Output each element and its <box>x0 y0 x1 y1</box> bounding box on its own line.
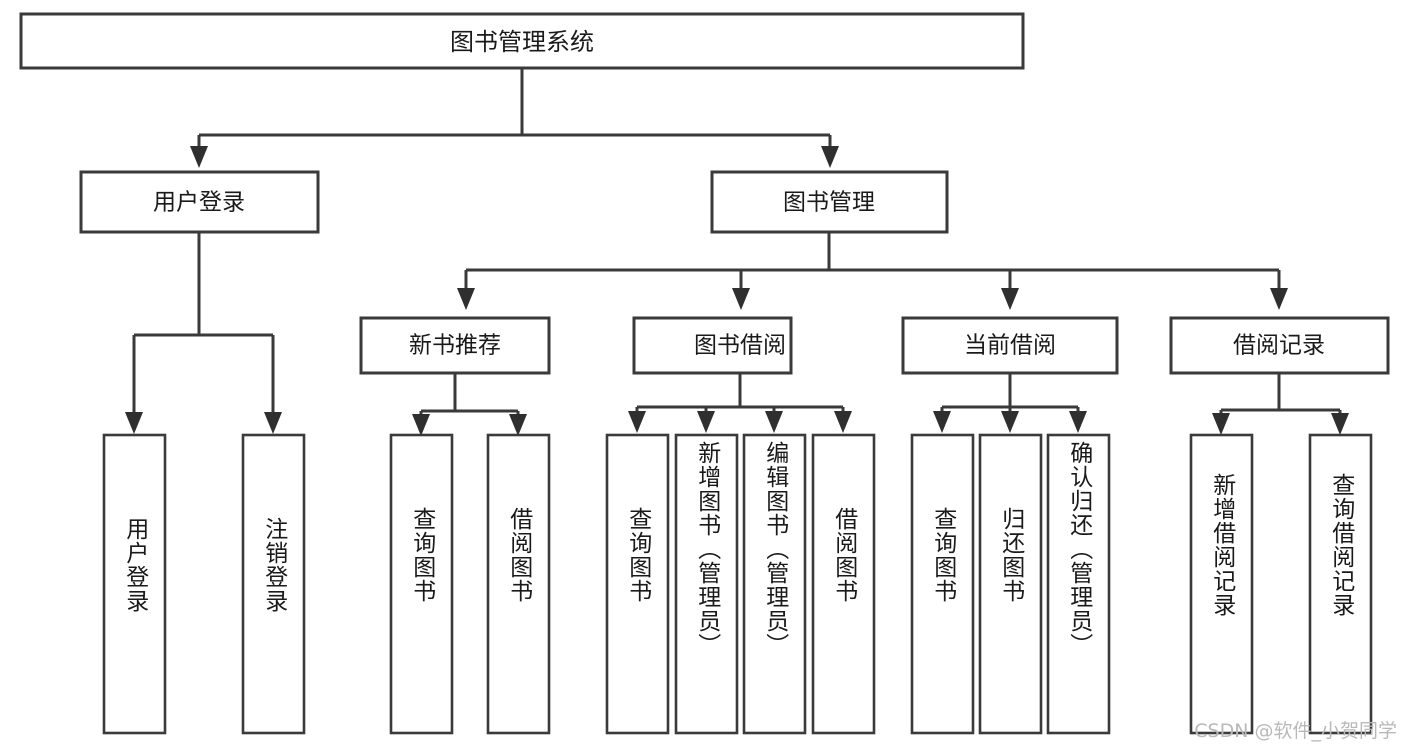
leaf-box-return-book[interactable] <box>978 433 1043 735</box>
node-book-management[interactable]: 图书管理 <box>710 170 949 234</box>
arrow-icon <box>933 411 951 433</box>
leaf-box-query-record[interactable] <box>1308 433 1373 735</box>
arrow-icon <box>264 412 282 434</box>
leaf-box-confirm-return[interactable] <box>1046 433 1111 735</box>
arrow-icon <box>1212 413 1230 435</box>
node-label-root: 图书管理系统 <box>450 28 594 56</box>
leaf-box-borrow-book-1[interactable] <box>486 433 551 735</box>
arrow-icon <box>732 288 750 310</box>
node-label-current-borrow: 当前借阅 <box>964 333 1056 359</box>
arrow-icon <box>765 411 783 433</box>
leaf-box-logout-login[interactable] <box>241 433 306 735</box>
node-label-new-book-recommend: 新书推荐 <box>409 333 501 359</box>
node-label-user-login: 用户登录 <box>153 190 245 216</box>
arrow-icon <box>697 411 715 433</box>
leaf-box-user-login[interactable] <box>102 433 167 735</box>
connector-borrow-record-to-leaves <box>1212 373 1349 435</box>
node-user-login[interactable]: 用户登录 <box>79 170 320 234</box>
node-new-book-recommend[interactable]: 新书推荐 <box>359 316 551 375</box>
arrow-icon <box>509 414 527 436</box>
arrow-icon <box>1001 288 1019 310</box>
leaf-box-add-book[interactable] <box>674 433 739 735</box>
arrow-icon <box>457 288 475 310</box>
connector-user-login-to-leaves <box>125 232 282 434</box>
arrow-icon <box>412 414 430 436</box>
connector-book-management-to-level2 <box>457 232 1288 310</box>
leaf-box-query-book-3[interactable] <box>910 433 975 735</box>
node-label-book-management: 图书管理 <box>783 190 875 216</box>
node-label-book-borrow: 图书借阅 <box>694 333 786 359</box>
connector-current-borrow-to-leaves <box>933 373 1087 433</box>
leaf-box-borrow-book-2[interactable] <box>811 433 876 735</box>
arrow-icon <box>834 411 852 433</box>
node-book-borrow[interactable]: 图书借阅 <box>632 316 793 375</box>
node-current-borrow[interactable]: 当前借阅 <box>901 316 1119 375</box>
leaf-box-query-book-2[interactable] <box>605 433 670 735</box>
leaf-box-edit-book[interactable] <box>742 433 807 735</box>
connector-new-book-recommend-to-leaves <box>412 373 527 436</box>
arrow-icon <box>1331 413 1349 435</box>
leaf-box-query-book-1[interactable] <box>389 433 454 735</box>
arrow-icon <box>1069 411 1087 433</box>
arrow-icon <box>190 146 208 168</box>
arrow-icon <box>821 146 839 168</box>
leaf-box-add-record[interactable] <box>1189 433 1254 735</box>
node-book-management-system[interactable]: 图书管理系统 <box>19 12 1025 70</box>
arrow-icon <box>1001 411 1019 433</box>
node-borrow-record[interactable]: 借阅记录 <box>1169 316 1390 375</box>
connector-root-to-level1 <box>190 68 839 168</box>
arrow-icon <box>125 412 143 434</box>
arrow-icon <box>628 411 646 433</box>
connector-book-borrow-to-leaves <box>628 373 852 433</box>
arrow-icon <box>1270 288 1288 310</box>
node-label-borrow-record: 借阅记录 <box>1233 333 1325 359</box>
